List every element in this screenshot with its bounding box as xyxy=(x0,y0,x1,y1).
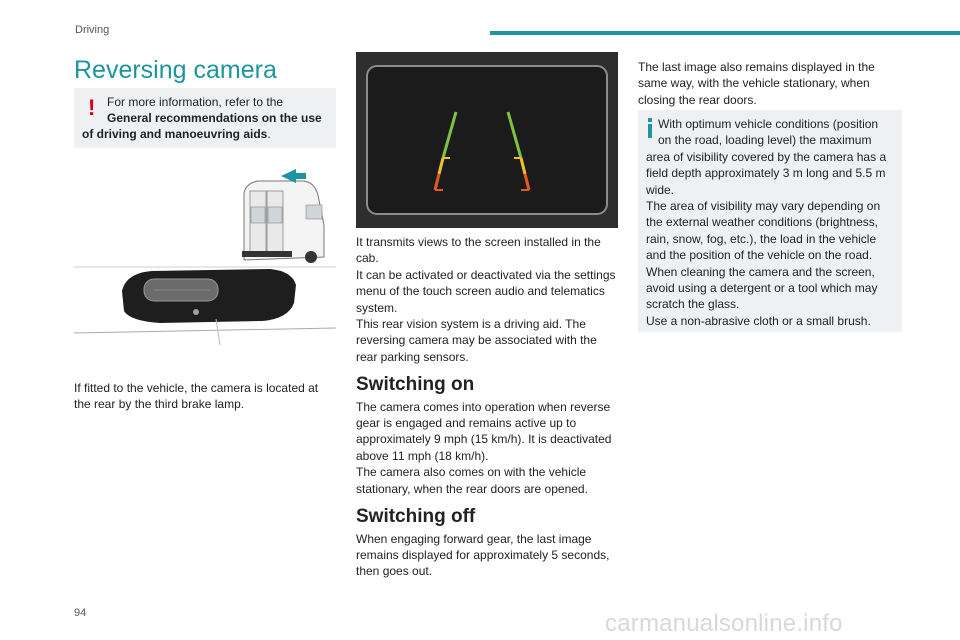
intro-line: system. xyxy=(356,300,398,315)
header-accent-bar xyxy=(490,31,960,35)
info-icon xyxy=(648,118,652,138)
warning-line: of driving and manoeuvring aids. xyxy=(82,127,271,141)
section-header: Driving xyxy=(75,24,110,36)
intro-line: It can be activated or deactivated via t… xyxy=(356,267,616,282)
intro-line: This rear vision system is a driving aid… xyxy=(356,317,586,332)
camera-screen-illustration xyxy=(356,52,618,228)
page-number: 94 xyxy=(74,607,87,619)
info-note: With optimum vehicle conditions (positio… xyxy=(638,110,902,332)
camera-housing-illustration xyxy=(73,269,337,346)
page-title: Reversing camera xyxy=(74,56,277,84)
camera-location-illustration xyxy=(73,165,337,346)
camera-location-caption: If fitted to the vehicle, the camera is … xyxy=(74,381,319,412)
intro-line: reversing camera may be associated with … xyxy=(356,333,597,348)
watermark: carmanualsonline.info xyxy=(605,610,843,637)
switching-off-heading: Switching off xyxy=(356,506,476,528)
intro-line: rear parking sensors. xyxy=(356,349,469,364)
warning-line: For more information, refer to the xyxy=(107,95,284,109)
switching-on-heading: Switching on xyxy=(356,374,475,396)
intro-line: menu of the touch screen audio and telem… xyxy=(356,284,605,299)
warning-line: General recommendations on the use xyxy=(107,111,322,125)
van-icon xyxy=(238,169,328,263)
intro-line: It transmits views to the screen install… xyxy=(356,235,601,249)
warning-note: ! For more information, refer to the Gen… xyxy=(74,88,336,148)
right-column-intro: The last image also remains displayed in… xyxy=(638,60,875,107)
intro-line: cab. xyxy=(356,251,379,266)
exclamation-icon: ! xyxy=(88,95,96,120)
middle-column-text: It transmits views to the screen install… xyxy=(356,234,626,580)
